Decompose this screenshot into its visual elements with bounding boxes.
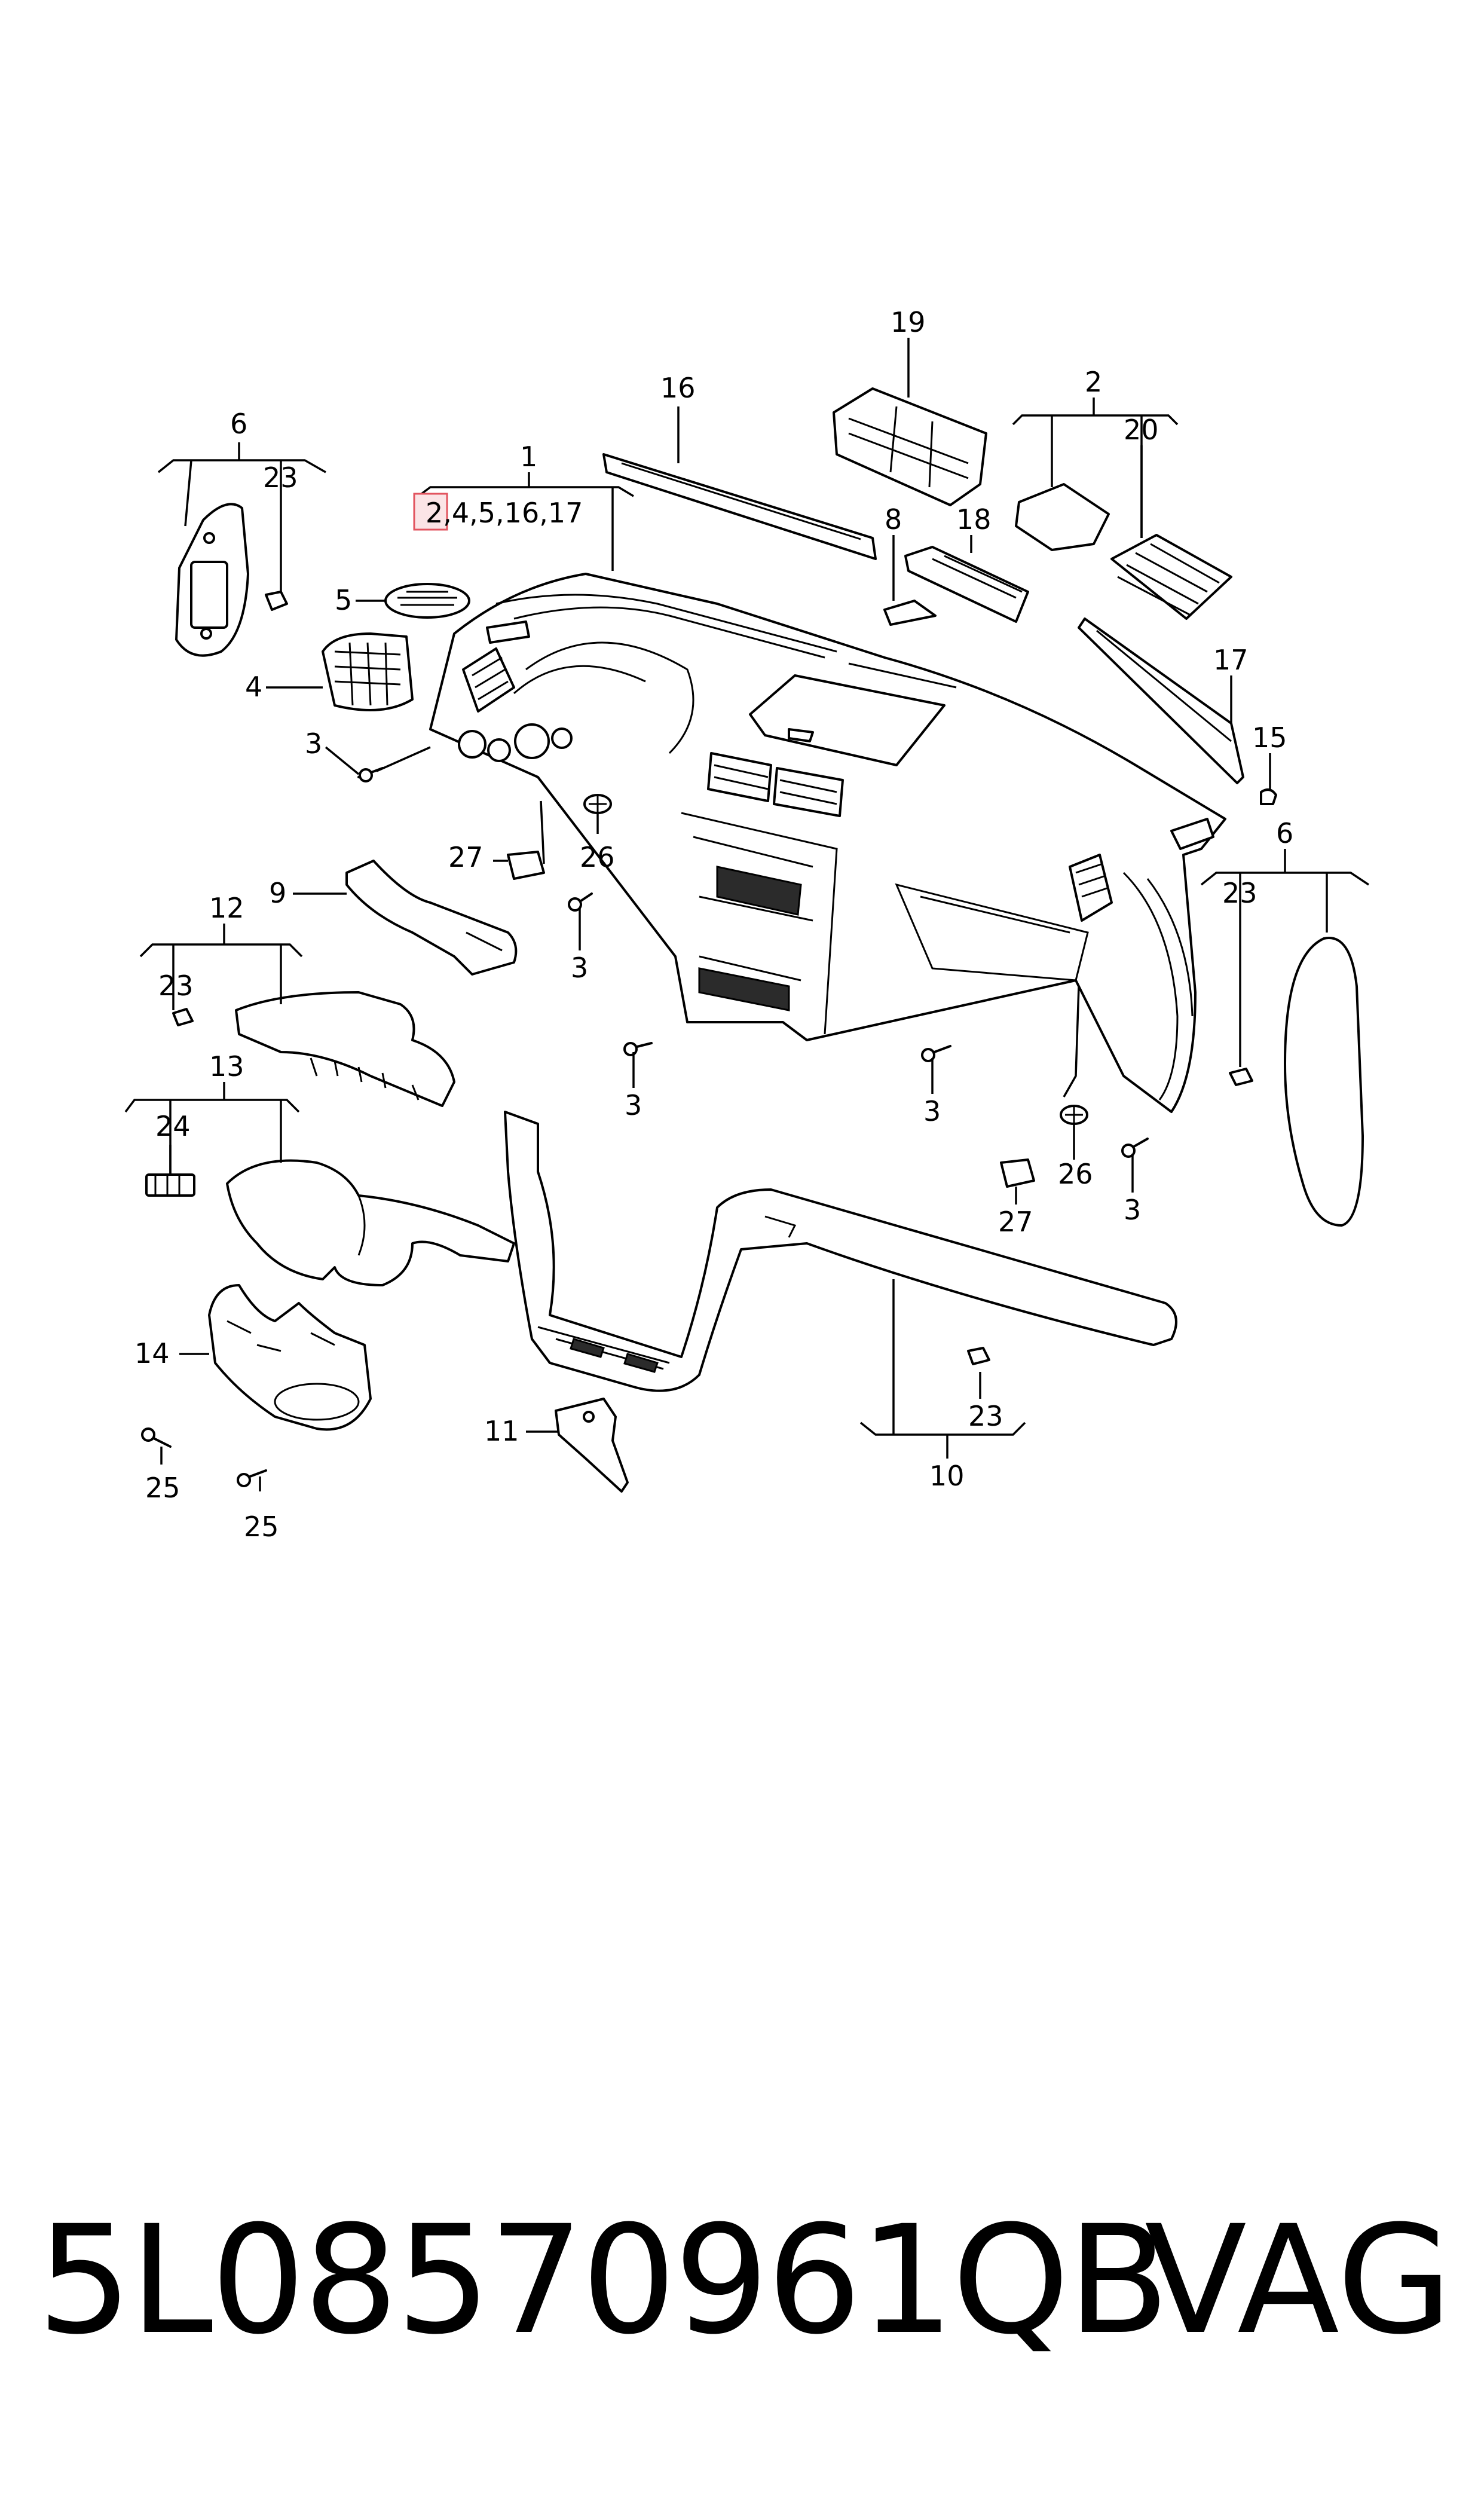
part-23-clip-12: [172, 1008, 194, 1026]
part-25-screw-a: [141, 1427, 172, 1448]
part-9-trim-strip: [345, 860, 518, 976]
callout-8: 8: [885, 503, 902, 536]
part-number-label: 5L08570961QB: [37, 2193, 1170, 2367]
callout-9: 9: [269, 877, 286, 909]
part-3-screw-c: [623, 1042, 653, 1056]
part-10-lower-trim-frame: [504, 1111, 1177, 1392]
part-1-dashboard: [429, 573, 1226, 1113]
callout-26-right: 26: [1058, 1158, 1093, 1190]
part-13-column-shroud-upper: [226, 1159, 515, 1286]
part-11-bracket: [555, 1398, 629, 1493]
part-3-screw-e: [1121, 1138, 1149, 1158]
callout-3-middle: 3: [625, 1089, 642, 1121]
part-26-bracket-a: [583, 794, 612, 814]
part-3-screw-b: [568, 892, 593, 912]
callout-14: 14: [134, 1337, 170, 1369]
callout-4: 4: [245, 671, 262, 703]
part-24-clip: [145, 1173, 195, 1197]
part-8-clip: [883, 600, 937, 626]
part-18-vent: [904, 546, 1029, 623]
callout-6-right: 6: [1276, 817, 1293, 849]
part-23-clip-10: [967, 1347, 990, 1365]
part-5-vent-small: [384, 583, 470, 619]
part-23-clip-left-top: [265, 591, 288, 611]
callout-3-right: 3: [1124, 1194, 1141, 1226]
callout-25-left: 25: [145, 1472, 180, 1504]
callout-16: 16: [660, 372, 696, 404]
part-6-left-side-trim: [175, 503, 249, 657]
part-26-bracket-b: [1060, 1105, 1088, 1125]
callout-15: 15: [1252, 722, 1287, 754]
callout-23-left: 23: [263, 461, 298, 494]
callout-19: 19: [891, 306, 926, 338]
callout-27-right: 27: [998, 1206, 1033, 1238]
callout-23-10: 23: [968, 1400, 1003, 1432]
callout-3-middle-left: 3: [571, 952, 588, 984]
callout-23-12: 23: [158, 970, 194, 1002]
callout-labels: 6 23 1 2,4,5,16,17 16 19 2 20 8 18 5 4 1…: [134, 306, 1293, 1543]
part-19-center-vent: [833, 387, 987, 506]
part-27-bracket-a: [507, 851, 545, 880]
callout-27-left: 27: [448, 841, 484, 873]
brand-label: VAG: [1145, 2193, 1453, 2367]
part-6-right-side-trim: [1284, 937, 1364, 1227]
part-27-bracket-b: [1000, 1158, 1035, 1188]
callout-1-list: 2,4,5,16,17: [426, 497, 583, 529]
callout-17: 17: [1213, 644, 1249, 676]
part-25-screw-b: [237, 1469, 267, 1487]
part-12-lower-cover: [235, 991, 455, 1107]
callout-1-list-first: 2: [426, 497, 443, 529]
part-4-vent: [322, 632, 414, 711]
callout-23-right: 23: [1222, 877, 1257, 909]
callout-10: 10: [929, 1460, 965, 1492]
callout-5: 5: [335, 584, 352, 616]
callout-1-highlight-box: [413, 493, 448, 531]
callout-12: 12: [209, 892, 244, 924]
callout-3-left: 3: [305, 727, 322, 760]
callout-20: 20: [1124, 414, 1159, 446]
callout-25-right: 25: [244, 1511, 279, 1543]
callout-3-right-middle: 3: [923, 1095, 941, 1127]
callout-13: 13: [209, 1050, 244, 1083]
part-17-right-strip: [1078, 617, 1244, 784]
callout-1-list-rest: ,4,5,16,17: [443, 497, 583, 529]
callout-1: 1: [520, 441, 537, 473]
part-20-grille: [1110, 534, 1232, 620]
callout-26-left: 26: [580, 841, 615, 873]
part-16-top-strip: [602, 453, 877, 560]
callout-11: 11: [484, 1415, 519, 1447]
part-3-screw-a: [357, 767, 384, 782]
callout-2: 2: [1085, 366, 1102, 398]
callout-6-left: 6: [230, 408, 247, 440]
callout-18: 18: [956, 503, 992, 536]
part-2-cover: [1015, 483, 1110, 551]
part-3-screw-d: [921, 1045, 951, 1062]
part-15-cap: [1260, 788, 1277, 805]
callout-24: 24: [155, 1110, 191, 1142]
leader-lines: [124, 338, 1369, 1491]
part-14-column-shroud-lower: [208, 1284, 372, 1431]
part-23-clip-right: [1229, 1068, 1253, 1086]
